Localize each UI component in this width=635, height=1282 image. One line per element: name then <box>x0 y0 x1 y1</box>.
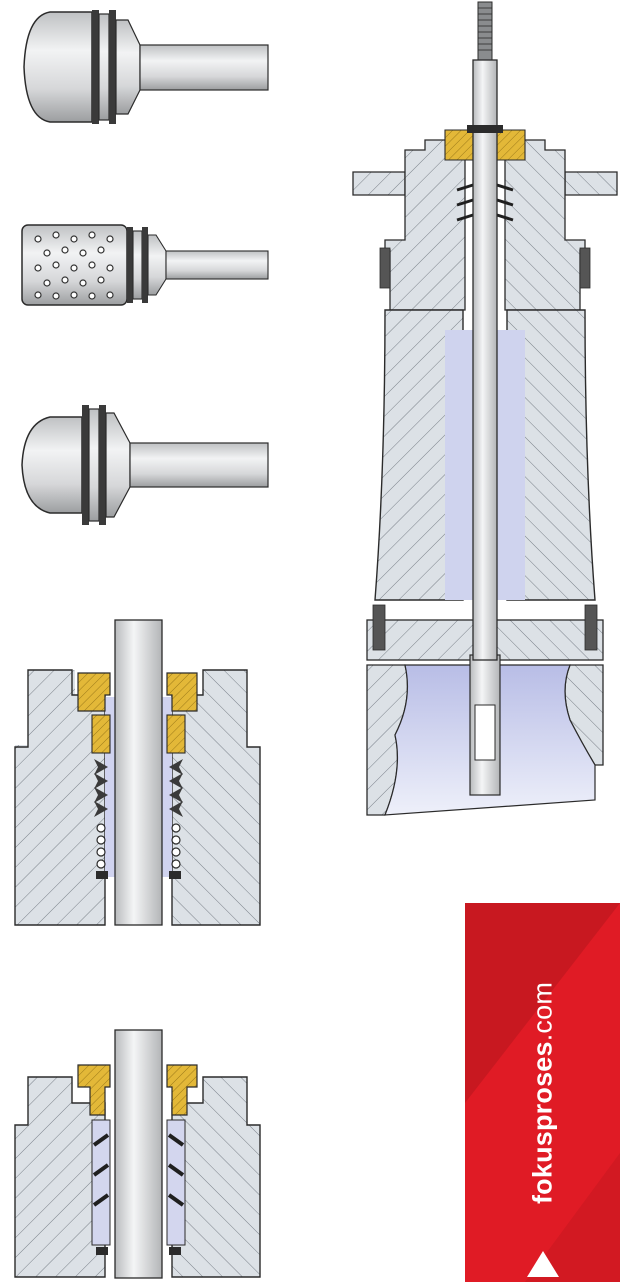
contoured-plug-icon <box>10 395 270 535</box>
perforated-cage-plug-icon <box>10 195 270 325</box>
brand-name: fokusproses <box>527 1040 557 1204</box>
brand-wordmark: fokusproses.com <box>527 981 558 1203</box>
graphite-packing-section-icon <box>10 1025 265 1280</box>
play-arrow-icon <box>527 1251 559 1277</box>
brand-domain-suffix: .com <box>527 981 557 1041</box>
chevron-packing-section-icon <box>10 615 265 930</box>
globe-valve-cross-section-icon <box>345 0 625 825</box>
brand-badge[interactable]: fokusproses.com <box>465 903 620 1282</box>
solid-plug-icon <box>10 0 270 150</box>
